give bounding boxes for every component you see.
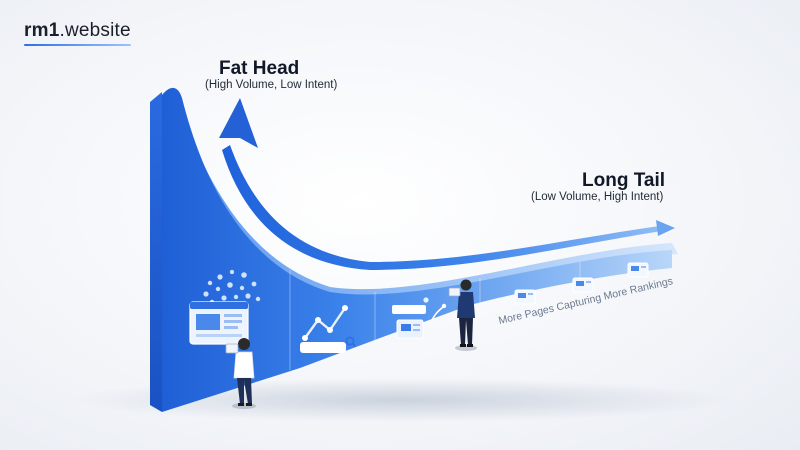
document-card-icon (572, 277, 594, 293)
swoosh-arrow-body (222, 145, 662, 270)
curve-left-side (150, 92, 162, 412)
floor-shadow (70, 378, 730, 422)
browser-window-icon (189, 301, 249, 345)
document-card-icon (627, 262, 649, 278)
logo-domain-text: .website (59, 20, 131, 41)
person-with-tablet-icon (225, 338, 256, 409)
search-bar-icon (300, 336, 357, 353)
document-card-icon (392, 297, 447, 339)
trend-chart-icon (302, 305, 348, 341)
long-tail-title: Long Tail (582, 170, 666, 191)
data-dots-cluster (203, 269, 261, 305)
fat-head-title: Fat Head (219, 58, 300, 79)
logo-underline (24, 44, 131, 46)
logo-bold-text: rm1 (24, 20, 60, 41)
fat-head-subtitle: (High Volume, Low Intent) (205, 79, 338, 91)
long-tail-subtitle: (Low Volume, High Intent) (531, 191, 664, 203)
curve-front-face (162, 87, 672, 413)
person-with-tablet-icon (448, 279, 477, 351)
document-card-icon (514, 289, 536, 305)
arrow-up-head-icon (219, 98, 258, 148)
brand-logo: rm1.website (24, 20, 131, 46)
arrow-right-head-icon (656, 220, 675, 236)
